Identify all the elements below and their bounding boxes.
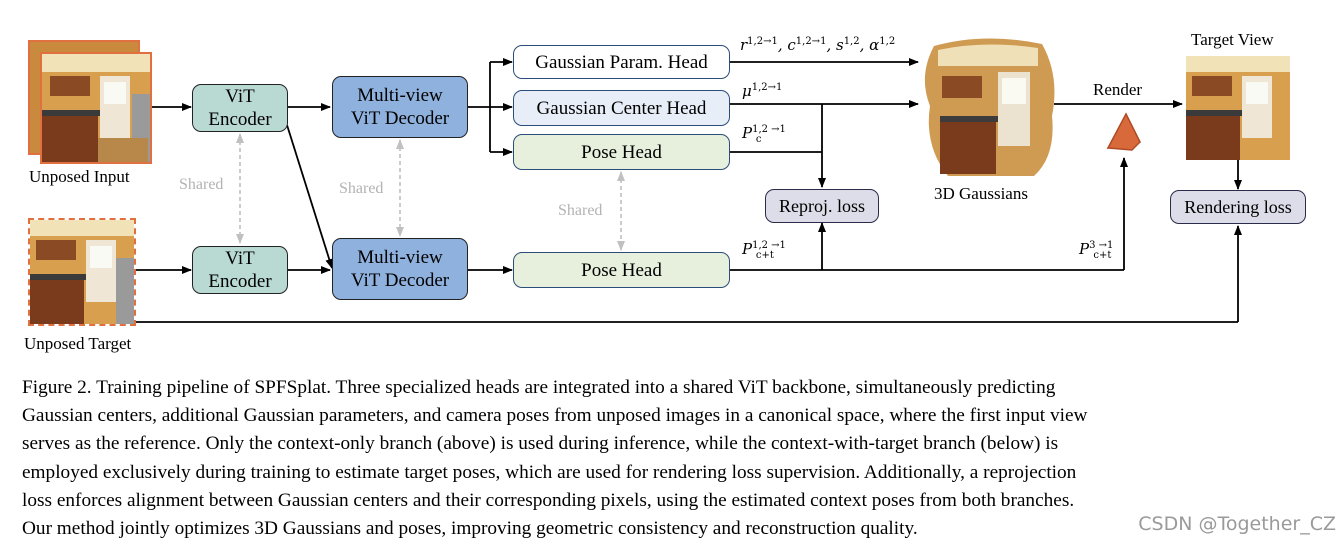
target-view-image [1186,56,1290,160]
gaussian-param-head: Gaussian Param. Head [513,45,730,79]
caption-line: loss enforces alignment between Gaussian… [22,489,1075,511]
unposed-input-image [40,52,152,164]
caption-line: Figure 2. Training pipeline of SPFSplat.… [22,377,1056,398]
unposed-input-label: Unposed Input [29,167,130,186]
caption-line: Our method jointly optimizes 3D Gaussian… [22,518,918,540]
camera-frustum-icon [1104,108,1144,152]
render-label: Render [1093,80,1143,99]
rendering-loss-box: Rendering loss [1170,190,1306,224]
shared-label-encoder: Shared [179,176,224,193]
pose-head-top: Pose Head [513,134,730,170]
mv-decoder-bottom: Multi-view ViT Decoder [332,238,468,300]
shared-label-decoder: Shared [339,180,384,197]
gaussian-centers-math: μ1,2→1 [742,82,783,100]
gaussians-3d-image [914,36,1060,178]
kitchen-image-icon [30,220,134,324]
gaussians-3d-label: 3D Gaussians [934,184,1028,203]
target-view-label: Target View [1191,30,1274,49]
watermark: CSDN @Together_CZ [1138,513,1336,535]
vit-encoder-bottom: ViT Encoder [192,246,288,294]
context-target-pose-math: P1,2 →1c+t [742,240,786,261]
kitchen-image-icon [42,54,150,162]
mv-decoder-top: Multi-view ViT Decoder [332,76,468,138]
vit-encoder-top: ViT Encoder [192,84,288,132]
unposed-target-label: Unposed Target [24,334,132,353]
context-pose-math: P1,2 →1c [742,124,786,145]
reproj-loss-box: Reproj. loss [765,189,879,223]
figure-caption: Figure 2. Training pipeline of SPFSplat.… [22,374,1312,543]
gaussian-params-math: r1,2→1, c1,2→1, s1,2, α1,2 [740,36,896,54]
caption-line: serves as the reference. Only the contex… [22,433,1059,455]
pose-head-bottom: Pose Head [513,252,730,288]
gaussian-center-head: Gaussian Center Head [513,90,730,126]
shared-label-pose: Shared [558,202,603,219]
unposed-target-image [28,218,136,326]
target-pose-math: P3 →1c+t [1079,240,1114,261]
caption-line: employed exclusively during training to … [22,461,1077,483]
caption-line: Gaussian centers, additional Gaussian pa… [22,405,1088,427]
